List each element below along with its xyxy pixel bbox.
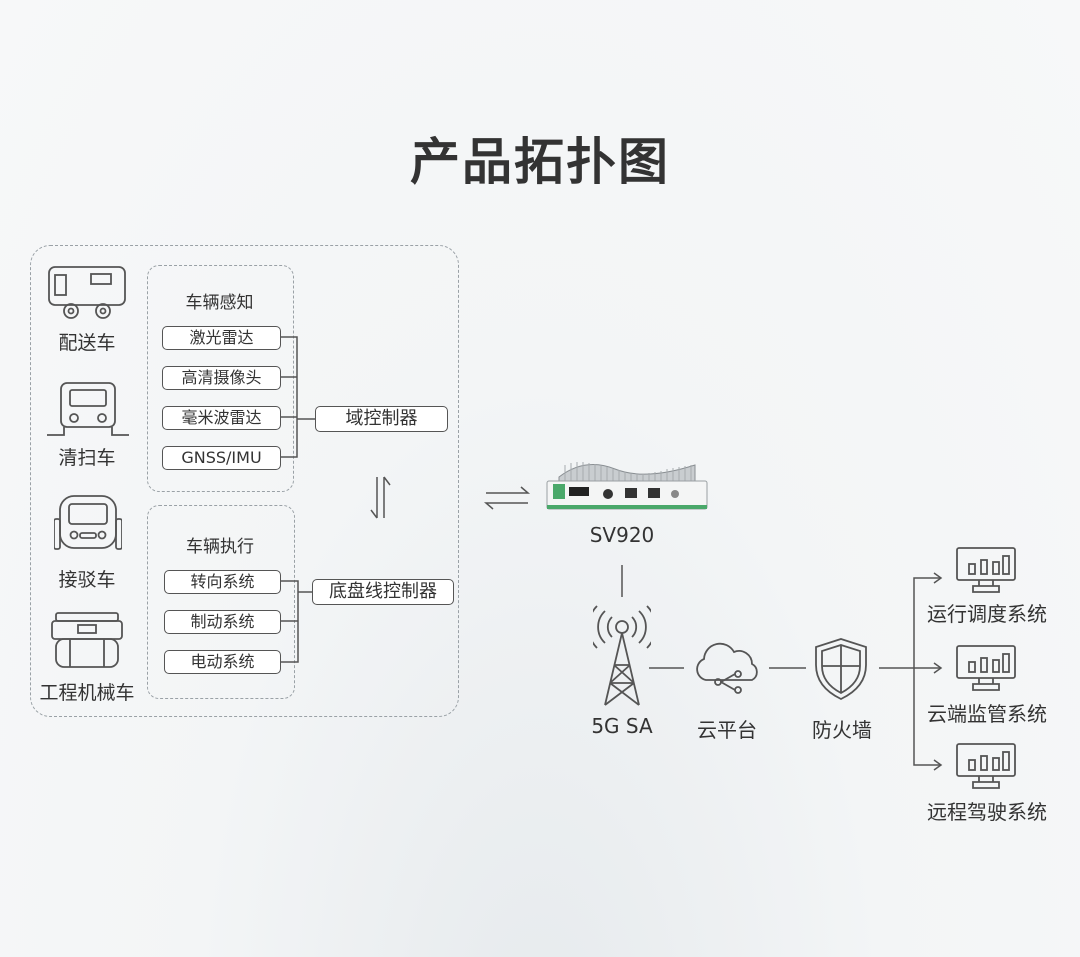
cloud-platform-label: 云平台 <box>697 718 757 742</box>
double-arrow-down <box>370 477 378 519</box>
perception-title: 车辆感知 <box>185 293 254 313</box>
sensor-gnss-imu: GNSS/IMU <box>162 446 281 470</box>
system-remote-driving-label: 远程驾驶系统 <box>927 800 1047 824</box>
firewall-label: 防火墙 <box>812 718 872 742</box>
execution-title: 车辆执行 <box>186 537 254 557</box>
vehicle-label-engineering: 工程机械车 <box>39 682 135 704</box>
device-name: SV920 <box>589 523 655 547</box>
vehicle-label-sweeper: 清扫车 <box>58 447 116 469</box>
sv920-device-icon <box>546 462 708 510</box>
cloud-icon <box>696 642 758 694</box>
engineering-vehicle-icon <box>51 612 123 668</box>
exec-electric: 电动系统 <box>164 650 281 674</box>
system-dispatch-label: 运行调度系统 <box>927 602 1047 626</box>
sensor-hd-camera: 高清摄像头 <box>162 366 281 390</box>
5g-tower-icon <box>593 605 651 706</box>
exec-braking: 制动系统 <box>164 610 281 634</box>
supervision-monitor-icon <box>956 645 1016 691</box>
double-arrow-up <box>383 476 391 518</box>
perception-group <box>147 265 294 492</box>
execution-group <box>147 505 295 699</box>
remote-driving-monitor-icon <box>956 743 1016 789</box>
diagram-title: 产品拓扑图 <box>410 133 670 191</box>
exec-steering: 转向系统 <box>164 570 281 594</box>
chassis-controller: 底盘线控制器 <box>312 579 454 605</box>
base-station-label: 5G SA <box>591 714 653 738</box>
shuttle-vehicle-icon <box>54 495 122 550</box>
vehicle-label-shuttle: 接驳车 <box>58 569 116 591</box>
firewall-shield-icon <box>815 638 867 700</box>
h-arrow-right <box>486 486 531 494</box>
sweeper-vehicle-icon <box>47 382 129 436</box>
vehicle-side-container <box>30 245 459 717</box>
dispatch-monitor-icon <box>956 547 1016 593</box>
delivery-vehicle-icon <box>48 266 126 319</box>
domain-controller: 域控制器 <box>315 406 448 432</box>
sensor-lidar: 激光雷达 <box>162 326 281 350</box>
perception-bracket <box>279 336 298 458</box>
vehicle-label-delivery: 配送车 <box>58 332 116 354</box>
sensor-mmwave-radar: 毫米波雷达 <box>162 406 281 430</box>
h-arrow-left <box>483 502 528 510</box>
system-supervision-label: 云端监管系统 <box>927 702 1047 726</box>
